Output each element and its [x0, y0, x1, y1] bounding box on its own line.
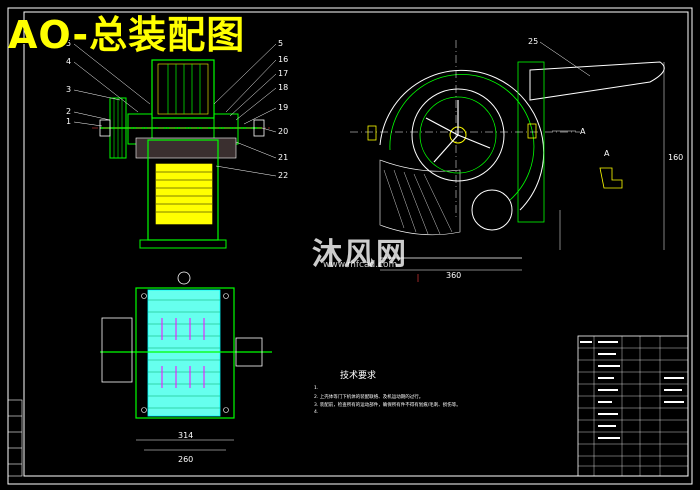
parts-list-frame [577, 335, 689, 477]
side-frame [517, 61, 545, 223]
callout-right-4: 18 [278, 83, 288, 92]
left-flange [99, 119, 111, 137]
dim-label-plan-lower: 260 [178, 455, 193, 464]
plan-view: 260 314 [100, 271, 272, 464]
plan-rotor [147, 289, 221, 417]
right-flange [253, 119, 265, 137]
screen-lines [156, 171, 212, 213]
callout-top: 1 [238, 39, 243, 48]
dim-label-front-bottom: 360 [446, 271, 461, 280]
callout-left-5: 1 [66, 117, 71, 126]
outlet-circle [471, 189, 513, 231]
plan-frame [135, 287, 235, 419]
watermark-text: 沐风网 [312, 237, 408, 272]
tech-requirements-heading: 技术要求 [340, 371, 377, 381]
dim-label-plan-upper: 314 [178, 431, 193, 440]
bolt-hole-3 [141, 407, 147, 413]
callout-right-2: 16 [278, 55, 288, 64]
callout-25-leader [539, 41, 591, 77]
plan-rotor-lines [148, 299, 220, 409]
motor-fins [167, 64, 201, 114]
title-block [577, 335, 689, 477]
left-strip-cells [8, 415, 22, 465]
motor-housing [151, 59, 215, 119]
screen-chamber [155, 163, 213, 225]
parts-list-text-bars [580, 341, 684, 439]
callout-right-1: 5 [278, 39, 283, 48]
left-strip [7, 399, 23, 477]
inner-border [23, 11, 689, 477]
casing-arc [379, 69, 545, 211]
watermark-url: www.mfcad.com [323, 260, 398, 270]
left-pulley-grooves [113, 98, 123, 158]
bolt-hole-4 [223, 407, 229, 413]
right-bolt [527, 123, 537, 139]
callout-left-1: 5 [66, 39, 71, 48]
detail-a [599, 167, 623, 189]
right-leaders [213, 43, 277, 177]
base-plate [139, 239, 227, 249]
tech-requirement-1: 1. [314, 386, 319, 391]
callout-right-7: 21 [278, 153, 288, 162]
lower-casing [379, 159, 461, 236]
left-bolt [367, 125, 377, 141]
section-label-a1: A [580, 127, 586, 136]
section-label-a2: A [604, 149, 610, 158]
outer-border [7, 7, 693, 485]
motor-core [157, 63, 209, 115]
housing-hatch [135, 137, 237, 159]
bolt-hole-2 [223, 293, 229, 299]
side-view: A A 25 360 160 [350, 37, 683, 280]
rotor-inner [419, 96, 497, 174]
callout-right-6: 20 [278, 127, 288, 136]
parts-list-rows [578, 336, 688, 476]
lifting-eye [177, 271, 191, 285]
front-section-view: 5 4 3 2 1 5 16 17 18 19 20 21 22 1 [66, 39, 288, 249]
callout-left-4: 2 [66, 107, 71, 116]
callout-right-8: 22 [278, 171, 288, 180]
callout-right-5: 19 [278, 103, 288, 112]
inner-arc [389, 74, 535, 201]
callout-left-3: 3 [66, 85, 71, 94]
callout-left-2: 4 [66, 57, 71, 66]
tech-requirement-4: 4. [314, 410, 319, 415]
plan-left-pulley [101, 317, 133, 383]
bolt-hole-1 [141, 293, 147, 299]
rotor-blades [425, 100, 491, 163]
drawing-title: AO-总装配图 [8, 13, 246, 57]
tech-requirement-3: 3. 装配前，检查所有的运动部件，确保所有件不得有划痕/毛刺、损伤等。 [314, 403, 461, 408]
rotor-outer [411, 88, 505, 182]
lower-hatch [383, 169, 453, 235]
tech-requirement-2: 2. 上壳体等门下机体的装配联络、及机运动期的过行。 [314, 395, 424, 400]
feed-hopper [529, 61, 665, 101]
plan-hammers [161, 318, 205, 388]
callout-right-3: 17 [278, 69, 288, 78]
left-leaders [73, 43, 151, 127]
callout-25: 25 [528, 37, 538, 46]
dim-label-right-height: 160 [668, 153, 683, 162]
plan-right-pulley [235, 337, 263, 367]
